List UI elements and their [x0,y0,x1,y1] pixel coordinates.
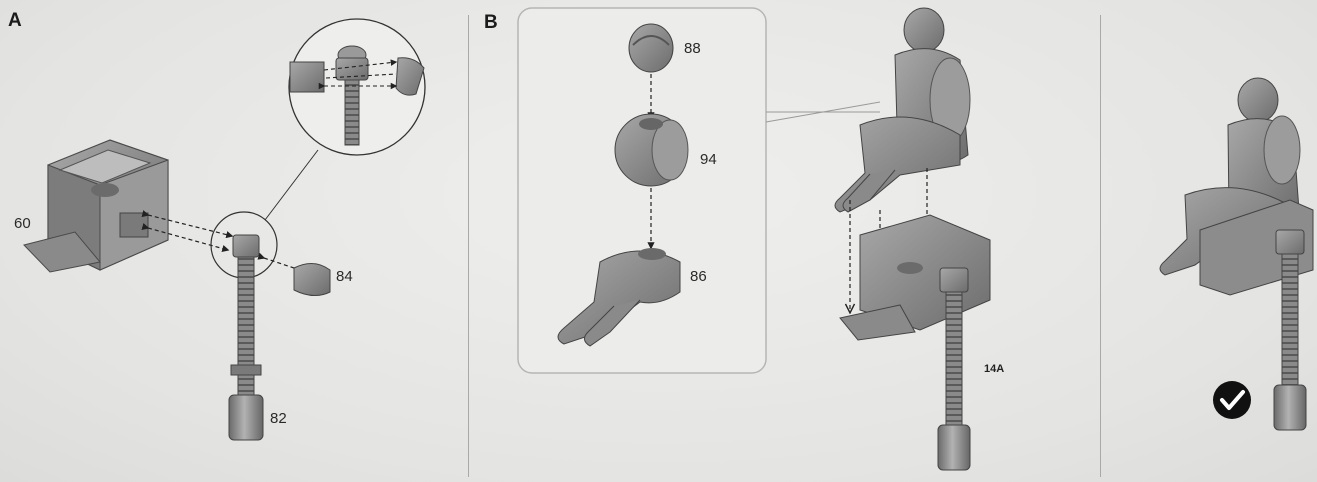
gear-half-part-84 [294,263,330,295]
completed-pilot-assembly [1160,78,1313,430]
part-number-head: 88 [684,40,701,57]
part-number-legs: 86 [690,268,707,285]
column-part-82 [229,235,263,440]
panel-a-diagram [24,19,425,440]
part-number-torso: 94 [700,151,717,168]
torso-part-94 [615,114,688,186]
part-number-seat: 60 [14,215,31,232]
panel-divider [1100,15,1101,477]
seat-with-column-assembly [840,215,990,470]
panel-divider [468,15,469,477]
panel-a-label: A [8,10,22,32]
head-part-88 [629,24,673,72]
step-reference-label: 14A [984,363,1004,375]
panel-c-diagram [1160,78,1313,430]
seated-pilot-figure [835,8,970,212]
checkmark-circle-icon [1213,381,1251,419]
seat-part-60 [24,140,168,272]
panel-b-diagram [518,8,990,470]
panel-b-label: B [484,12,498,34]
callout-leader-line [265,150,318,220]
part-number-gear-half: 84 [336,268,353,285]
part-number-column: 82 [270,410,287,427]
